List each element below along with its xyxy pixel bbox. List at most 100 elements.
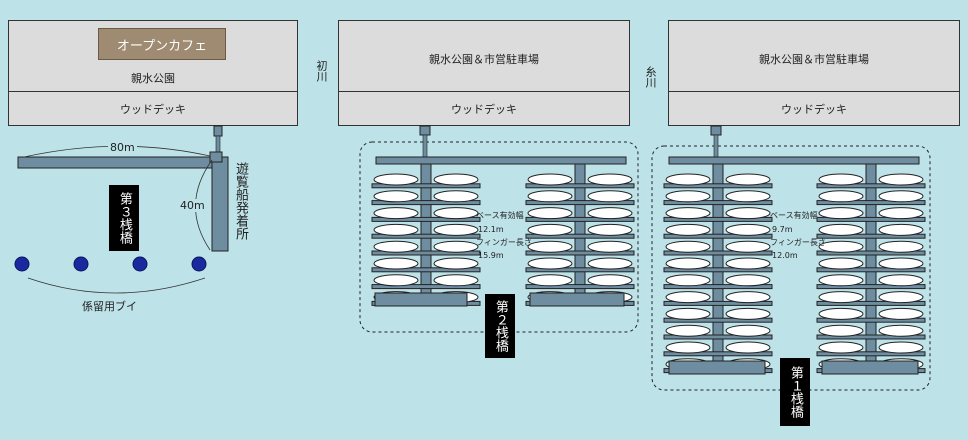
boat	[665, 324, 711, 337]
river-a-label: 初川	[315, 60, 328, 82]
pier-2-left-base	[374, 292, 468, 307]
boat	[373, 274, 419, 287]
boat	[665, 190, 711, 203]
pier-1-structure	[663, 156, 926, 375]
pier-1-base-width-label: ベース有効幅	[770, 211, 818, 220]
boat	[665, 240, 711, 253]
pier-2-left-finger	[371, 200, 481, 206]
pier-2-main-walkway	[375, 156, 627, 165]
boat	[527, 274, 573, 287]
boat	[665, 274, 711, 287]
boat	[725, 257, 771, 270]
pier-2-connector	[419, 125, 431, 136]
middle-wood-deck: ウッドデッキ	[338, 91, 630, 126]
pier-3-structure	[17, 125, 229, 252]
right-wood-deck: ウッドデッキ	[668, 91, 960, 126]
pier-1-left-base	[668, 360, 766, 375]
pier-1-left-finger	[663, 267, 773, 273]
pier-1-left-finger	[663, 233, 773, 239]
boat	[587, 274, 633, 287]
boat	[878, 274, 924, 287]
pier-2-right-base	[529, 292, 625, 307]
boat	[725, 307, 771, 320]
boat	[665, 307, 711, 320]
pier-1-right-finger	[816, 267, 926, 273]
pier-2-left-finger	[371, 183, 481, 189]
open-cafe-label: オープンカフェ	[116, 38, 208, 54]
pier-2-post	[422, 134, 428, 159]
boat	[725, 207, 771, 220]
pier-2-right-finger	[525, 200, 635, 206]
boat	[725, 173, 771, 186]
pier-3-vertical	[211, 156, 229, 252]
boat	[373, 223, 419, 236]
pier-2-right-finger	[525, 250, 635, 256]
boat	[725, 274, 771, 287]
boat	[818, 324, 864, 337]
pier-1-finger-length-value: 12.0m	[772, 251, 798, 260]
boat	[818, 240, 864, 253]
dim-40m-label: 40m	[180, 199, 205, 212]
boat	[433, 240, 479, 253]
boat	[878, 223, 924, 236]
boat	[725, 240, 771, 253]
boat	[665, 207, 711, 220]
mooring-buoys	[14, 256, 207, 272]
pier-1-left-finger	[663, 216, 773, 222]
pier-3-connector	[213, 125, 223, 137]
pier-2-right-finger	[525, 267, 635, 273]
pier-1-right-base	[821, 360, 919, 375]
boat	[587, 257, 633, 270]
pier-1-right-finger	[816, 300, 926, 306]
boat	[527, 240, 573, 253]
middle-park-label: 親水公園＆市営駐車場	[429, 53, 539, 66]
pier-2-right-finger	[525, 233, 635, 239]
open-cafe-box: オープンカフェ	[98, 28, 226, 60]
boat	[373, 207, 419, 220]
pier-1-left-finger	[663, 317, 773, 323]
mooring-buoys-label: 係留用ブイ	[82, 300, 137, 313]
pier-1-right-finger	[816, 284, 926, 290]
boat	[527, 207, 573, 220]
pier-1-left-finger	[663, 250, 773, 256]
boat	[373, 173, 419, 186]
pier-2-structure	[371, 156, 635, 307]
pier-1-right-finger	[816, 250, 926, 256]
pier-2-left-finger	[371, 233, 481, 239]
pier-1-finger-length-label: フィンガー長さ	[770, 238, 826, 247]
mooring-buoy	[191, 256, 207, 272]
boat	[878, 190, 924, 203]
pier-1-connector	[710, 125, 722, 136]
pier-2-base-width-value: 12.1m	[478, 225, 504, 234]
pier-1-left-finger	[663, 183, 773, 189]
pier-2-left-finger	[371, 284, 481, 290]
boat	[527, 223, 573, 236]
boat	[587, 207, 633, 220]
pier-1-left-finger	[663, 200, 773, 206]
boat	[433, 190, 479, 203]
boat	[818, 257, 864, 270]
boat	[818, 190, 864, 203]
pier-3-label: 第３桟橋	[109, 185, 139, 251]
boat	[878, 307, 924, 320]
boat	[878, 291, 924, 304]
boat	[878, 173, 924, 186]
pier-1-right-finger	[816, 351, 926, 357]
pier-1-right-finger	[816, 183, 926, 189]
boat	[665, 173, 711, 186]
boat	[665, 223, 711, 236]
boat	[878, 324, 924, 337]
boat	[373, 190, 419, 203]
pier-2-base-width-label: ベース有効幅	[476, 211, 524, 220]
boat	[433, 207, 479, 220]
pier-1-label: 第１桟橋	[780, 358, 810, 426]
pier-3-corner	[209, 151, 223, 163]
pier-1-right-spine	[865, 163, 877, 362]
boat	[433, 257, 479, 270]
left-wood-deck-label: ウッドデッキ	[120, 102, 186, 116]
pier-1-left-finger	[663, 334, 773, 340]
boat	[433, 274, 479, 287]
pier-2-right-finger	[525, 216, 635, 222]
boat	[878, 341, 924, 354]
